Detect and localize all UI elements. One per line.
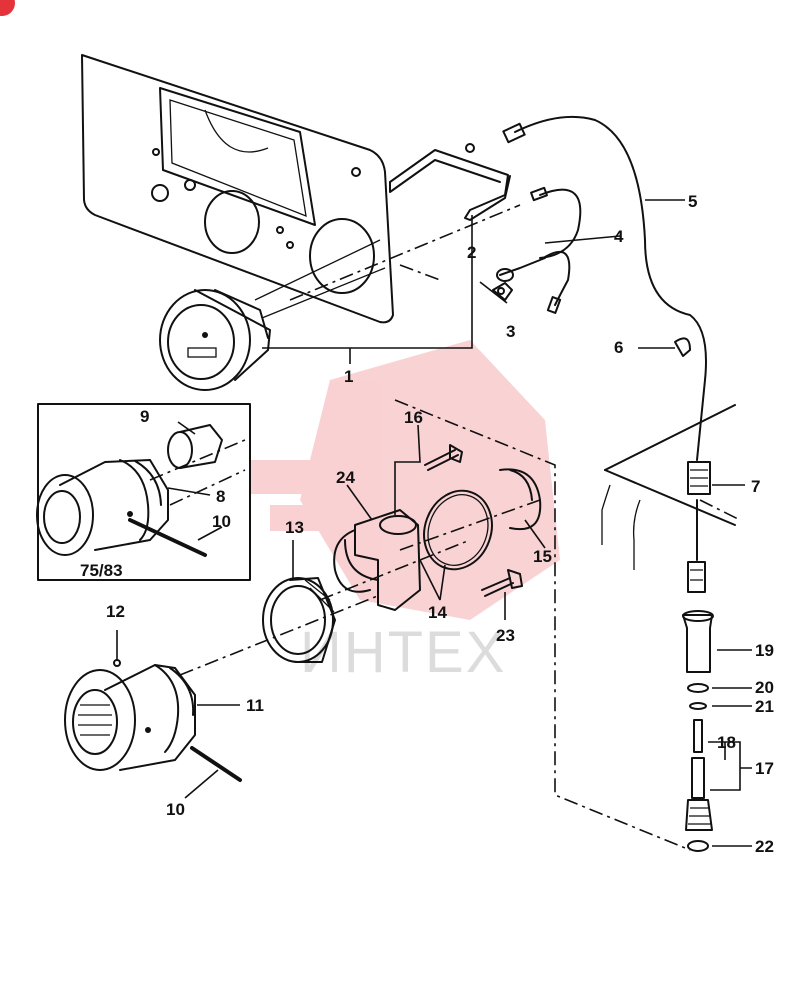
pin-10 <box>190 746 242 782</box>
callout-10: 10 <box>166 800 185 819</box>
leader-lines <box>116 199 752 847</box>
o-ring-14-inner <box>427 494 489 566</box>
callout-3: 3 <box>506 322 515 341</box>
bolt-23 <box>481 569 523 597</box>
inset-75-83: 75/83 <box>36 403 251 581</box>
callout-2: 2 <box>467 243 476 262</box>
bracket <box>389 143 511 221</box>
callout-15: 15 <box>533 547 552 566</box>
callout-18: 18 <box>717 733 736 752</box>
watermark-logo <box>250 340 560 620</box>
callout-6: 6 <box>614 338 623 357</box>
callout-20: 20 <box>755 678 774 697</box>
bolt-16 <box>424 444 463 471</box>
inset-label: 75/83 <box>80 561 123 580</box>
callout-4: 4 <box>614 227 624 246</box>
bearing-13 <box>262 577 336 663</box>
callout-21: 21 <box>755 697 774 716</box>
callout-17: 17 <box>755 759 774 778</box>
callout-7: 7 <box>751 477 760 496</box>
callout-13: 13 <box>285 518 304 537</box>
callout-16: 16 <box>404 408 423 427</box>
callout-23: 23 <box>496 626 515 645</box>
clip-6 <box>674 337 691 357</box>
corner-badge <box>0 0 15 16</box>
callout-19: 19 <box>755 641 774 660</box>
callout-22: 22 <box>755 837 774 856</box>
callout-12: 12 <box>106 602 125 621</box>
instrument-panel <box>81 54 394 324</box>
callout-8: 8 <box>216 487 225 506</box>
ball-12 <box>113 659 121 667</box>
watermark-text: ИНТЕХ <box>300 620 506 685</box>
adapter-7 <box>687 461 711 495</box>
callout-11: 11 <box>246 696 264 715</box>
wire-harness <box>496 186 582 314</box>
callout-1: 1 <box>344 367 353 386</box>
housing-outline <box>601 404 741 570</box>
callout-14: 14 <box>428 603 447 622</box>
callout-24: 24 <box>336 468 355 487</box>
callout-9: 9 <box>140 407 149 426</box>
gauge <box>159 239 386 391</box>
cable-assembly <box>502 115 707 461</box>
callout-labels: 1 2 3 4 5 6 7 8 9 10 10 11 12 13 14 15 1… <box>106 192 774 856</box>
callout-10-inset: 10 <box>212 512 231 531</box>
callout-5: 5 <box>688 192 697 211</box>
coupling-11 <box>64 664 196 771</box>
drive-gear-stack <box>682 499 714 852</box>
connector-3 <box>492 282 513 301</box>
